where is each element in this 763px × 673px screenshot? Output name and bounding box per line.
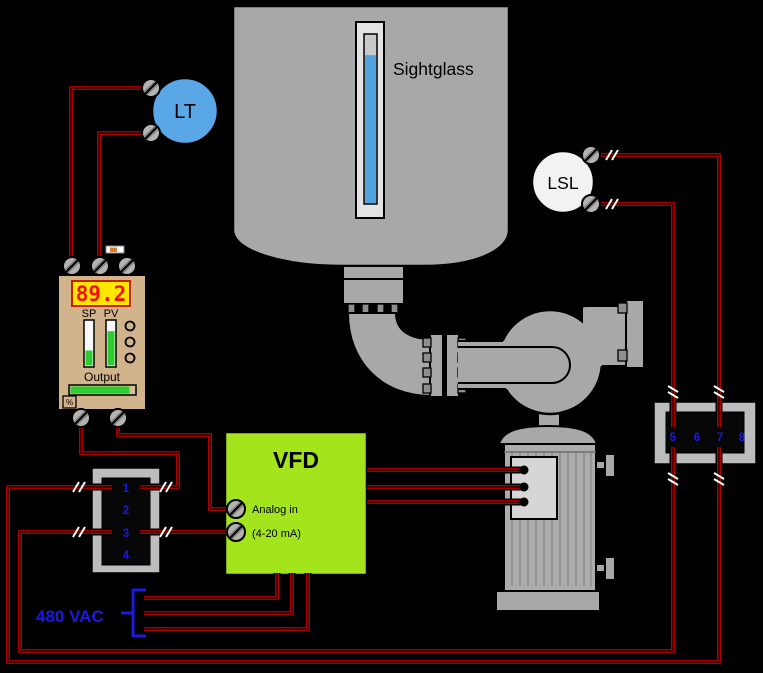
vfd-body <box>223 430 369 577</box>
sightglass-label: Sightglass <box>393 59 474 79</box>
terminal-block-left-cavity <box>101 477 151 566</box>
motor-side-flange <box>604 453 616 478</box>
level-transmitter: LT <box>150 76 234 146</box>
flange-bolt <box>422 337 432 348</box>
controller-screw-terminal <box>61 255 83 277</box>
terminal-number: 4 <box>123 550 130 562</box>
power-source: 480 VAC <box>36 588 146 638</box>
vfd-drive: VFD Analog in (4-20 mA) <box>223 430 369 577</box>
nozzle-bolt <box>361 303 370 314</box>
pipe-elbow <box>346 312 432 398</box>
vfd-screw-terminal <box>225 498 247 520</box>
vfd-analog-in-range: (4-20 mA) <box>252 528 301 540</box>
power-brace <box>121 588 146 638</box>
controller-indicator-led <box>124 320 136 332</box>
percent-key-label: % <box>66 398 73 407</box>
controller-indicator-led <box>124 352 136 364</box>
vfd-analog-in-label: Analog in <box>252 504 298 516</box>
terminal-number: 5 <box>670 432 677 444</box>
lsl-screw-terminal <box>580 144 602 166</box>
controller-indicator-led <box>124 336 136 348</box>
nozzle-bolt <box>347 303 356 314</box>
terminal-number: 2 <box>123 505 129 517</box>
suction-piping <box>346 312 467 398</box>
controller-display-value: 89.2 <box>76 282 127 306</box>
motor-side-flange <box>604 556 616 581</box>
tank-nozzle-neck <box>342 278 405 305</box>
flange-bolt <box>422 352 432 363</box>
centrifugal-pump <box>458 299 645 433</box>
jumper-fuse-band <box>110 247 117 252</box>
wire-lt-to-controller-1 <box>69 86 151 266</box>
vfd-screw-terminal <box>225 521 247 543</box>
discharge-flange <box>625 299 645 369</box>
terminal-number: 6 <box>694 432 700 444</box>
terminal-number: 1 <box>123 483 130 495</box>
pump-motor <box>495 424 616 612</box>
motor-terminal-dot <box>519 482 529 492</box>
pv-label: PV <box>104 308 119 320</box>
wiring <box>4 84 723 666</box>
controller-screw-terminal <box>89 255 111 277</box>
wire-power-phase-2 <box>144 573 294 615</box>
suction-pipe-fill <box>458 341 518 389</box>
terminal-number: 3 <box>123 528 129 540</box>
wire-lsl-to-terminal7 <box>591 153 721 427</box>
lt-screw-terminal <box>140 77 162 99</box>
sightglass-liquid <box>365 55 376 203</box>
nozzle-bolt <box>376 303 385 314</box>
terminal-numbers: 1 2 3 4 5 6 7 8 <box>123 432 746 562</box>
sp-bar <box>83 319 95 368</box>
sp-bar-fill <box>85 350 93 366</box>
controller-display <box>71 280 131 307</box>
lsl-label: LSL <box>547 173 578 193</box>
flange-bolt <box>422 383 432 394</box>
terminal-number: 8 <box>739 432 746 444</box>
sp-label: SP <box>82 308 97 320</box>
controller-screw-terminal <box>116 255 138 277</box>
tank-nozzle-flange <box>342 265 405 280</box>
lsl-circle <box>530 149 596 215</box>
motor-terminal-dot <box>519 465 529 475</box>
wire-power-phase-1 <box>144 573 279 600</box>
sightglass: Sightglass <box>355 21 474 219</box>
power-label: 480 VAC <box>36 607 104 626</box>
motor-dome <box>497 424 599 445</box>
discharge-pipe-edge <box>570 305 586 314</box>
lt-screw-terminal <box>140 122 162 144</box>
terminal-block-right-cavity <box>665 411 745 454</box>
lsl-screw-terminal <box>580 193 602 215</box>
lt-label: LT <box>174 101 196 123</box>
terminal-number: 7 <box>717 432 723 444</box>
controller-screw-terminal <box>70 407 92 429</box>
level-switch-low: LSL <box>530 149 596 215</box>
pipe-flange <box>445 333 460 398</box>
pv-bar-fill <box>107 331 115 366</box>
vfd-label: VFD <box>273 447 319 473</box>
pump-eye-outline <box>458 346 571 384</box>
pipe-flange <box>429 333 444 398</box>
lt-circle <box>150 76 220 146</box>
output-label: Output <box>84 370 121 384</box>
loop-controller: 89.2 SP PV Output % <box>57 245 147 411</box>
motor-terminal-dot <box>519 497 529 507</box>
discharge-flange-bolt <box>617 302 628 314</box>
nozzle-bolt <box>390 303 399 314</box>
flange-bolt <box>422 367 432 378</box>
percent-key <box>62 395 77 409</box>
controller-screw-terminal <box>107 407 129 429</box>
output-bar-fill <box>70 386 130 394</box>
discharge-flange-bolt <box>617 349 628 362</box>
motor-base <box>495 590 601 612</box>
